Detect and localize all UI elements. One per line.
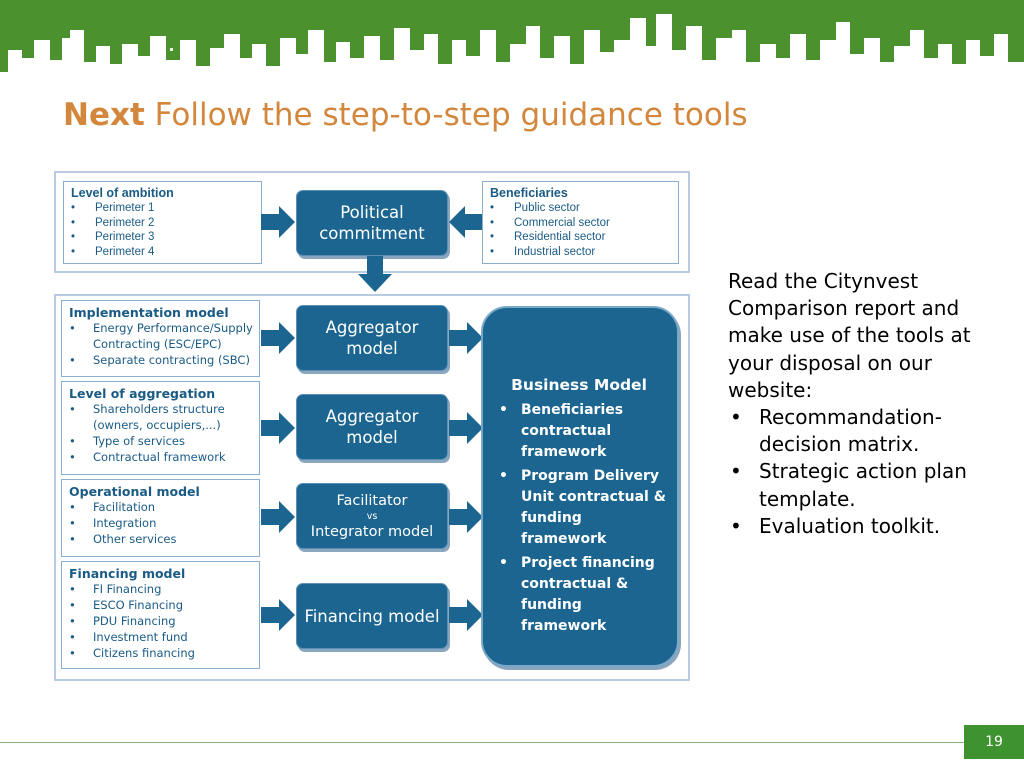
list-item: Citizens financing xyxy=(69,645,259,661)
list-item: Contractual framework xyxy=(69,449,259,465)
list-item: Facilitation xyxy=(69,499,259,515)
list-item: Shareholders structure xyxy=(69,401,259,417)
list-item: Type of services xyxy=(69,433,259,449)
side-text-intro: Read the Citynvest Comparison report and… xyxy=(728,269,971,402)
financing-model-list-box: Financing model FI Financing ESCO Financ… xyxy=(61,561,260,669)
level-of-aggregation-title: Level of aggregation xyxy=(69,386,216,401)
list-item: Project financing contractual & funding … xyxy=(497,553,667,637)
list-item: Perimeter 4 xyxy=(71,245,261,260)
arrow-right-icon xyxy=(449,501,483,533)
facilitator-line1: Facilitator xyxy=(336,492,408,509)
aggregator-line1: Aggregator xyxy=(325,318,419,337)
title-bold: Next xyxy=(63,97,145,133)
arrow-right-icon xyxy=(449,322,483,354)
level-of-ambition-title: Level of ambition xyxy=(71,186,174,200)
list-item: Perimeter 1 xyxy=(71,201,261,216)
financing-model-list-title: Financing model xyxy=(69,566,186,581)
list-item: Commercial sector xyxy=(490,216,678,231)
operational-model-box: Operational model Facilitation Integrati… xyxy=(61,479,260,557)
political-commitment-box: Political commitment xyxy=(296,190,448,256)
aggregator-line2: model xyxy=(346,339,398,358)
facilitator-integrator-box: Facilitator vs Integrator model xyxy=(296,483,448,549)
skyline-banner xyxy=(0,0,1024,72)
list-item: Public sector xyxy=(490,201,678,216)
list-item: Evaluation toolkit. xyxy=(728,513,998,540)
arrow-right-icon xyxy=(449,412,483,444)
arrow-right-icon xyxy=(261,206,295,238)
list-item: FI Financing xyxy=(69,581,259,597)
level-of-aggregation-box: Level of aggregation Shareholders struct… xyxy=(61,381,260,475)
list-item: Perimeter 3 xyxy=(71,230,261,245)
arrow-right-icon xyxy=(261,412,295,444)
list-item: Recommandation-decision matrix. xyxy=(728,404,998,458)
arrow-right-icon xyxy=(261,599,295,631)
arrow-right-icon xyxy=(261,501,295,533)
title-rest: Follow the step-to-step guidance tools xyxy=(154,97,748,133)
financing-model-box: Financing model xyxy=(296,583,448,649)
implementation-model-title: Implementation model xyxy=(69,305,229,320)
implementation-model-box: Implementation model Energy Performance/… xyxy=(61,300,260,377)
aggregator-line2: model xyxy=(346,428,398,447)
facilitator-vs: vs xyxy=(366,510,378,522)
side-text: Read the Citynvest Comparison report and… xyxy=(728,268,998,540)
arrow-left-icon xyxy=(449,206,483,238)
political-line2: commitment xyxy=(319,224,425,243)
list-item-continued: (owners, occupiers,...) xyxy=(93,418,221,432)
list-item: Program Delivery Unit contractual & fund… xyxy=(497,466,667,550)
operational-model-title: Operational model xyxy=(69,484,200,499)
list-item: Separate contracting (SBC) xyxy=(69,352,259,368)
footer-divider xyxy=(0,742,964,743)
level-of-ambition-box: Level of ambition Perimeter 1 Perimeter … xyxy=(63,181,262,264)
list-item: Industrial sector xyxy=(490,245,678,260)
list-item: ESCO Financing xyxy=(69,597,259,613)
facilitator-line2: Integrator model xyxy=(310,523,434,540)
list-item: Residential sector xyxy=(490,230,678,245)
list-item-continued: Contracting (ESC/EPC) xyxy=(93,337,222,351)
beneficiaries-title: Beneficiaries xyxy=(490,186,568,200)
aggregator-model-box-1: Aggregator model xyxy=(296,305,448,371)
beneficiaries-box: Beneficiaries Public sector Commercial s… xyxy=(482,181,679,264)
list-item: Other services xyxy=(69,531,259,547)
list-item: Integration xyxy=(69,515,259,531)
business-model-box: Business Model Beneficiaries contractual… xyxy=(481,306,679,667)
arrow-right-icon xyxy=(449,599,483,631)
list-item: Strategic action plan template. xyxy=(728,458,998,512)
business-model-title: Business Model xyxy=(511,376,647,394)
list-item: Beneficiaries contractual framework xyxy=(497,400,667,463)
list-item: PDU Financing xyxy=(69,613,259,629)
list-item: Energy Performance/Supply xyxy=(69,320,259,336)
list-item: Investment fund xyxy=(69,629,259,645)
aggregator-model-box-2: Aggregator model xyxy=(296,394,448,460)
political-line1: Political xyxy=(340,203,404,222)
aggregator-line1: Aggregator xyxy=(325,407,419,426)
arrow-right-icon xyxy=(261,322,295,354)
slide-title: Next Follow the step-to-step guidance to… xyxy=(63,97,748,133)
arrow-down-icon xyxy=(358,256,392,292)
page-number: 19 xyxy=(964,725,1024,759)
financing-model-label: Financing model xyxy=(304,606,440,626)
list-item: Perimeter 2 xyxy=(71,216,261,231)
